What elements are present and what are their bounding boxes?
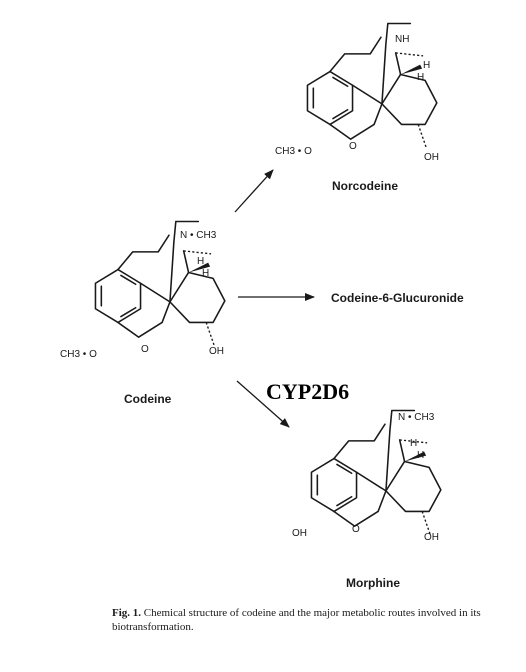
morphine-h2-label: H [417,450,424,461]
codeine-n-label: N • CH3 [180,230,217,241]
norcodeine-n-label: NH [395,34,409,45]
codeine-methoxy-label: CH3 • O [60,349,97,360]
morphine-h1-label: H [410,438,417,449]
norcodeine-oh-label: OH [424,152,439,163]
figure-caption: Fig. 1. Chemical structure of codeine an… [112,606,507,634]
codeine-ether-o-label: O [141,344,149,355]
enzyme-label: CYP2D6 [266,379,349,404]
morphine-oh-label: OH [424,532,439,543]
caption-text: Chemical structure of codeine and the ma… [112,607,481,633]
norcodeine-methoxy-label: CH3 • O [275,146,312,157]
codeine-h2-label: H [202,268,209,279]
norcodeine-ether-o-label: O [349,141,357,152]
arrow-to-norcodeine [234,169,274,213]
arrow-to-morphine [236,380,290,428]
caption-label: Fig. 1. [112,607,142,619]
morphine-phenol-oh-label: OH [292,528,307,539]
norcodeine-name: Norcodeine [332,179,398,193]
norcodeine-h2-label: H [417,72,424,83]
glucuronide-name: Codeine-6-Glucuronide [331,291,464,305]
morphine-name: Morphine [346,576,400,590]
norcodeine-structure [306,22,438,148]
codeine-name: Codeine [124,392,172,406]
norcodeine-h1-label: H [423,60,430,71]
codeine-oh-label: OH [209,346,224,357]
codeine-h1-label: H [197,256,204,267]
morphine-ether-o-label: O [352,524,360,535]
morphine-structure [310,409,442,535]
morphine-n-label: N • CH3 [398,412,435,423]
